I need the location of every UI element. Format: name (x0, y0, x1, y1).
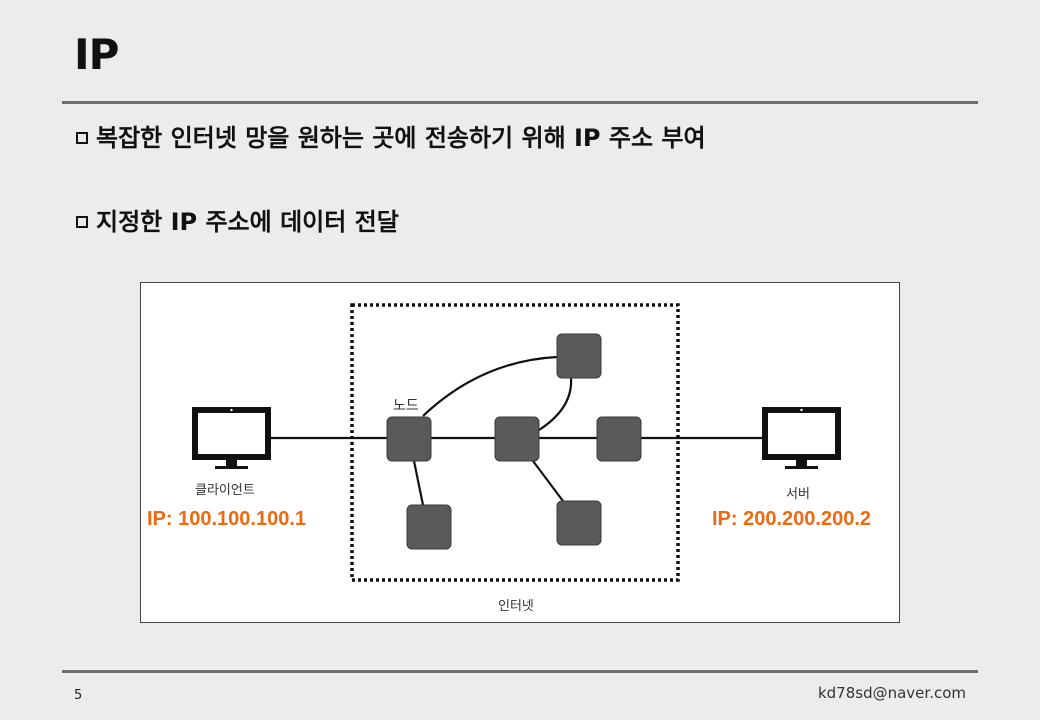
node-label: 노드 (393, 398, 419, 414)
link-node1-bottom (412, 460, 425, 506)
client-ip-label: IP: 100.100.100.1 (147, 508, 307, 530)
client-label: 클라이언트 (195, 483, 255, 498)
internet-boundary (350, 303, 680, 582)
author-email: kd78sd@naver.com (817, 684, 966, 702)
node (556, 500, 602, 546)
checkbox-bullet-icon (76, 131, 88, 144)
bullet-item: 지정한 IP 주소에 데이터 전달 (76, 202, 399, 237)
network-diagram-graphic (192, 303, 841, 582)
server-ip-label: IP: 200.200.200.2 (712, 508, 872, 530)
internet-label: 인터넷 (498, 599, 534, 614)
checkbox-bullet-icon (76, 215, 88, 228)
network-diagram: 노드 클라이언트 IP: 100.100.100.1 서버 IP: 200.20… (140, 282, 900, 623)
network-nodes (386, 333, 642, 550)
link-top-node2 (538, 377, 573, 431)
client-monitor-icon (192, 407, 271, 469)
title-divider (62, 101, 978, 104)
node (494, 416, 540, 462)
footer-divider (62, 670, 978, 673)
page-number: 5 (74, 688, 83, 703)
bullet-text: 복잡한 인터넷 망을 원하는 곳에 전송하기 위해 IP 주소 부여 (96, 124, 706, 152)
node (386, 416, 432, 462)
bullet-text: 지정한 IP 주소에 데이터 전달 (96, 208, 399, 236)
link-node2-bottom (532, 460, 564, 502)
server-monitor-icon (762, 407, 841, 469)
node (556, 333, 602, 379)
connection-lines (271, 355, 763, 506)
link-node1-top (422, 355, 558, 417)
slide-title: IP (74, 30, 119, 79)
server-label: 서버 (786, 487, 810, 502)
node (596, 416, 642, 462)
node (406, 504, 452, 550)
bullet-item: 복잡한 인터넷 망을 원하는 곳에 전송하기 위해 IP 주소 부여 (76, 118, 706, 153)
